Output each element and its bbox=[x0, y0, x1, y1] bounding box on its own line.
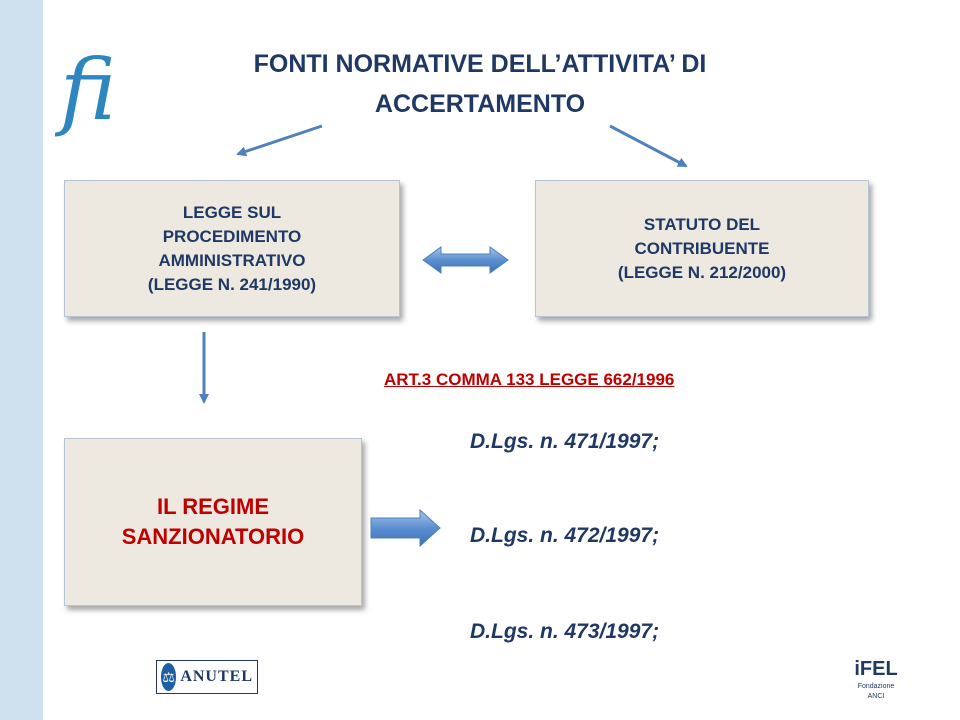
decree-item: D.Lgs. n. 471/1997; bbox=[470, 430, 660, 453]
box-regime-sanzionatorio: IL REGIME SANZIONATORIO bbox=[64, 438, 362, 606]
decree-item: D.Lgs. n. 472/1997; bbox=[470, 524, 660, 547]
box-statuto-contribuente: STATUTO DEL CONTRIBUENTE (LEGGE N. 212/2… bbox=[535, 180, 869, 317]
arrow-title-left bbox=[236, 124, 323, 157]
art-reference: ART.3 COMMA 133 LEGGE 662/1996 bbox=[384, 370, 675, 389]
ifel-logo: iFEL Fondazione ANCI bbox=[850, 656, 902, 700]
arrow-title-right bbox=[609, 124, 688, 168]
box-statuto-line: (LEGGE N. 212/2000) bbox=[617, 262, 787, 282]
box-legge-line: (LEGGE N. 241/1990) bbox=[147, 274, 317, 294]
block-arrow-right bbox=[370, 508, 441, 548]
box-regime-line: IL REGIME bbox=[156, 494, 270, 519]
slide-title: FONTI NORMATIVE DELL’ATTIVITA’ DI ACCERT… bbox=[253, 50, 707, 118]
decree-item: D.Lgs. n. 473/1997; bbox=[470, 620, 660, 643]
box-regime-line: SANZIONATORIO bbox=[121, 524, 305, 549]
side-band bbox=[0, 0, 43, 720]
box-legge-line: AMMINISTRATIVO bbox=[158, 250, 306, 270]
ifel-logo-subtext: Fondazione ANCI bbox=[857, 683, 895, 700]
box-legge-line: LEGGE SUL bbox=[182, 202, 282, 222]
ifel-logo-text: iFEL bbox=[854, 658, 898, 680]
box-legge-line: PROCEDIMENTO bbox=[162, 226, 302, 246]
double-arrow bbox=[422, 246, 509, 274]
box-statuto-line: STATUTO DEL bbox=[643, 214, 761, 234]
anutel-logo: ⚖ ANUTEL bbox=[156, 660, 258, 694]
scales-icon: ⚖ bbox=[161, 663, 177, 691]
anutel-logo-text: ANUTEL bbox=[180, 668, 253, 685]
box-statuto-line: CONTRIBUENTE bbox=[634, 238, 770, 258]
box-legge-procedimento: LEGGE SUL PROCEDIMENTO AMMINISTRATIVO (L… bbox=[64, 180, 400, 317]
fi-logo: fi bbox=[60, 41, 117, 139]
